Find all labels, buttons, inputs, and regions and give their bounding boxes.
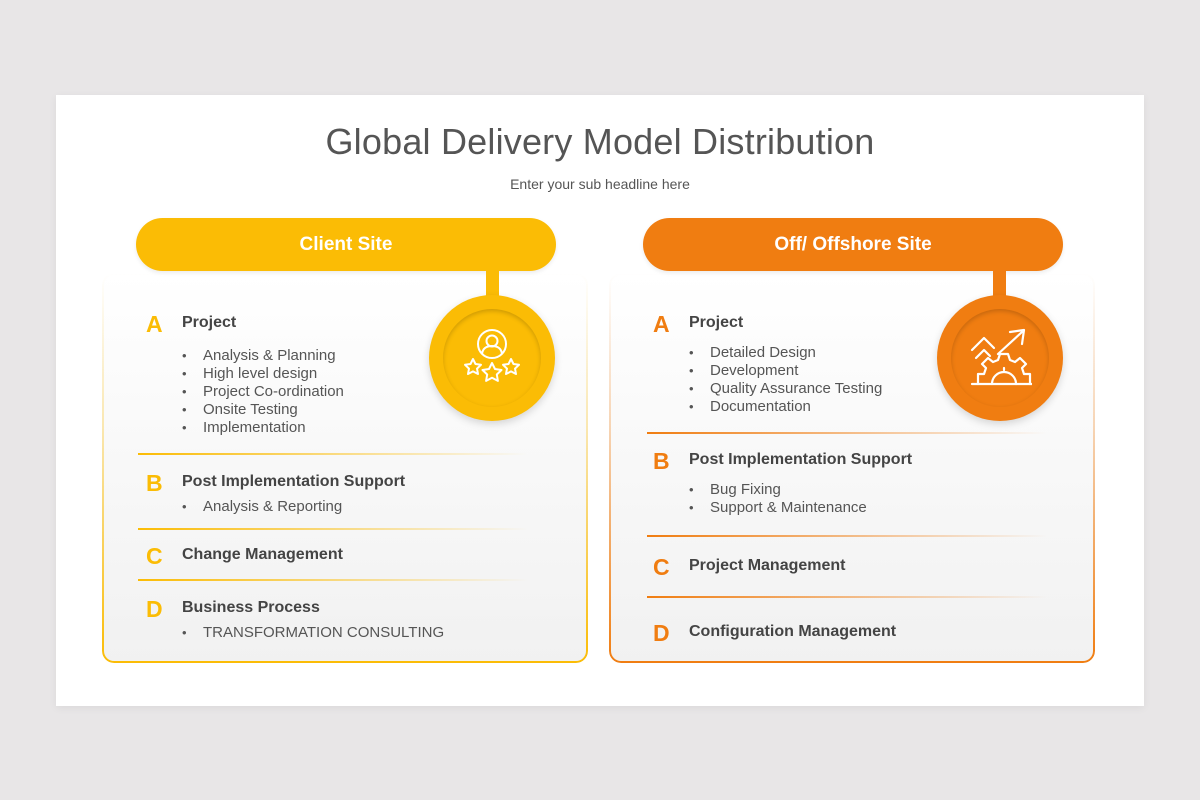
- section-heading: Post Implementation Support: [182, 473, 406, 490]
- page-title: Global Delivery Model Distribution: [325, 121, 875, 162]
- badge-connector: [486, 268, 499, 298]
- section-letter: D: [146, 596, 163, 622]
- section-letter: A: [653, 311, 670, 337]
- section-divider: [647, 535, 1047, 537]
- list-item: Support & Maintenance: [689, 499, 867, 517]
- section-letter: C: [653, 554, 670, 580]
- list-item: Quality Assurance Testing: [689, 380, 882, 398]
- user-stars-icon: [464, 329, 520, 382]
- section-heading: Project: [689, 314, 744, 331]
- section-letter: A: [146, 311, 163, 337]
- section-divider: [138, 453, 528, 455]
- section-divider: [647, 432, 1047, 434]
- list-item: Bug Fixing: [689, 481, 867, 499]
- section-divider: [138, 579, 528, 581]
- section-items: Analysis & Planning High level design Pr…: [182, 347, 344, 437]
- offshore-site-badge: [937, 295, 1063, 421]
- section-letter: D: [653, 620, 670, 646]
- client-site-badge: [429, 295, 555, 421]
- list-item: Detailed Design: [689, 344, 882, 362]
- section-divider: [647, 596, 1047, 598]
- section-letter: B: [653, 448, 670, 474]
- list-item: Project Co-ordination: [182, 383, 344, 401]
- section-items: Bug Fixing Support & Maintenance: [689, 481, 867, 517]
- offshore-site-header: Off/ Offshore Site: [643, 218, 1063, 271]
- client-site-header: Client Site: [136, 218, 556, 271]
- list-item: Implementation: [182, 419, 344, 437]
- section-heading: Configuration Management: [689, 623, 897, 640]
- client-site-panel: A Project Analysis & Planning High level…: [102, 218, 592, 665]
- list-item: Analysis & Reporting: [182, 498, 342, 516]
- section-heading: Change Management: [182, 546, 343, 563]
- growth-gear-icon: [970, 328, 1032, 386]
- section-heading: Project Management: [689, 557, 846, 574]
- list-item: High level design: [182, 365, 344, 383]
- list-item: Development: [689, 362, 882, 380]
- section-heading: Project: [182, 314, 237, 331]
- list-item: Analysis & Planning: [182, 347, 344, 365]
- section-letter: B: [146, 470, 163, 496]
- section-heading: Post Implementation Support: [689, 451, 913, 468]
- section-items: Detailed Design Development Quality Assu…: [689, 344, 882, 416]
- page-subtitle: Enter your sub headline here: [510, 176, 690, 192]
- section-letter: C: [146, 543, 163, 569]
- badge-connector: [993, 268, 1006, 298]
- section-divider: [138, 528, 528, 530]
- section-heading: Business Process: [182, 599, 320, 616]
- list-item: TRANSFORMATION CONSULTING: [182, 624, 444, 642]
- section-items: TRANSFORMATION CONSULTING: [182, 624, 444, 642]
- list-item: Documentation: [689, 398, 882, 416]
- section-items: Analysis & Reporting: [182, 498, 342, 516]
- list-item: Onsite Testing: [182, 401, 344, 419]
- offshore-site-panel: A Project Detailed Design Development Qu…: [609, 218, 1099, 665]
